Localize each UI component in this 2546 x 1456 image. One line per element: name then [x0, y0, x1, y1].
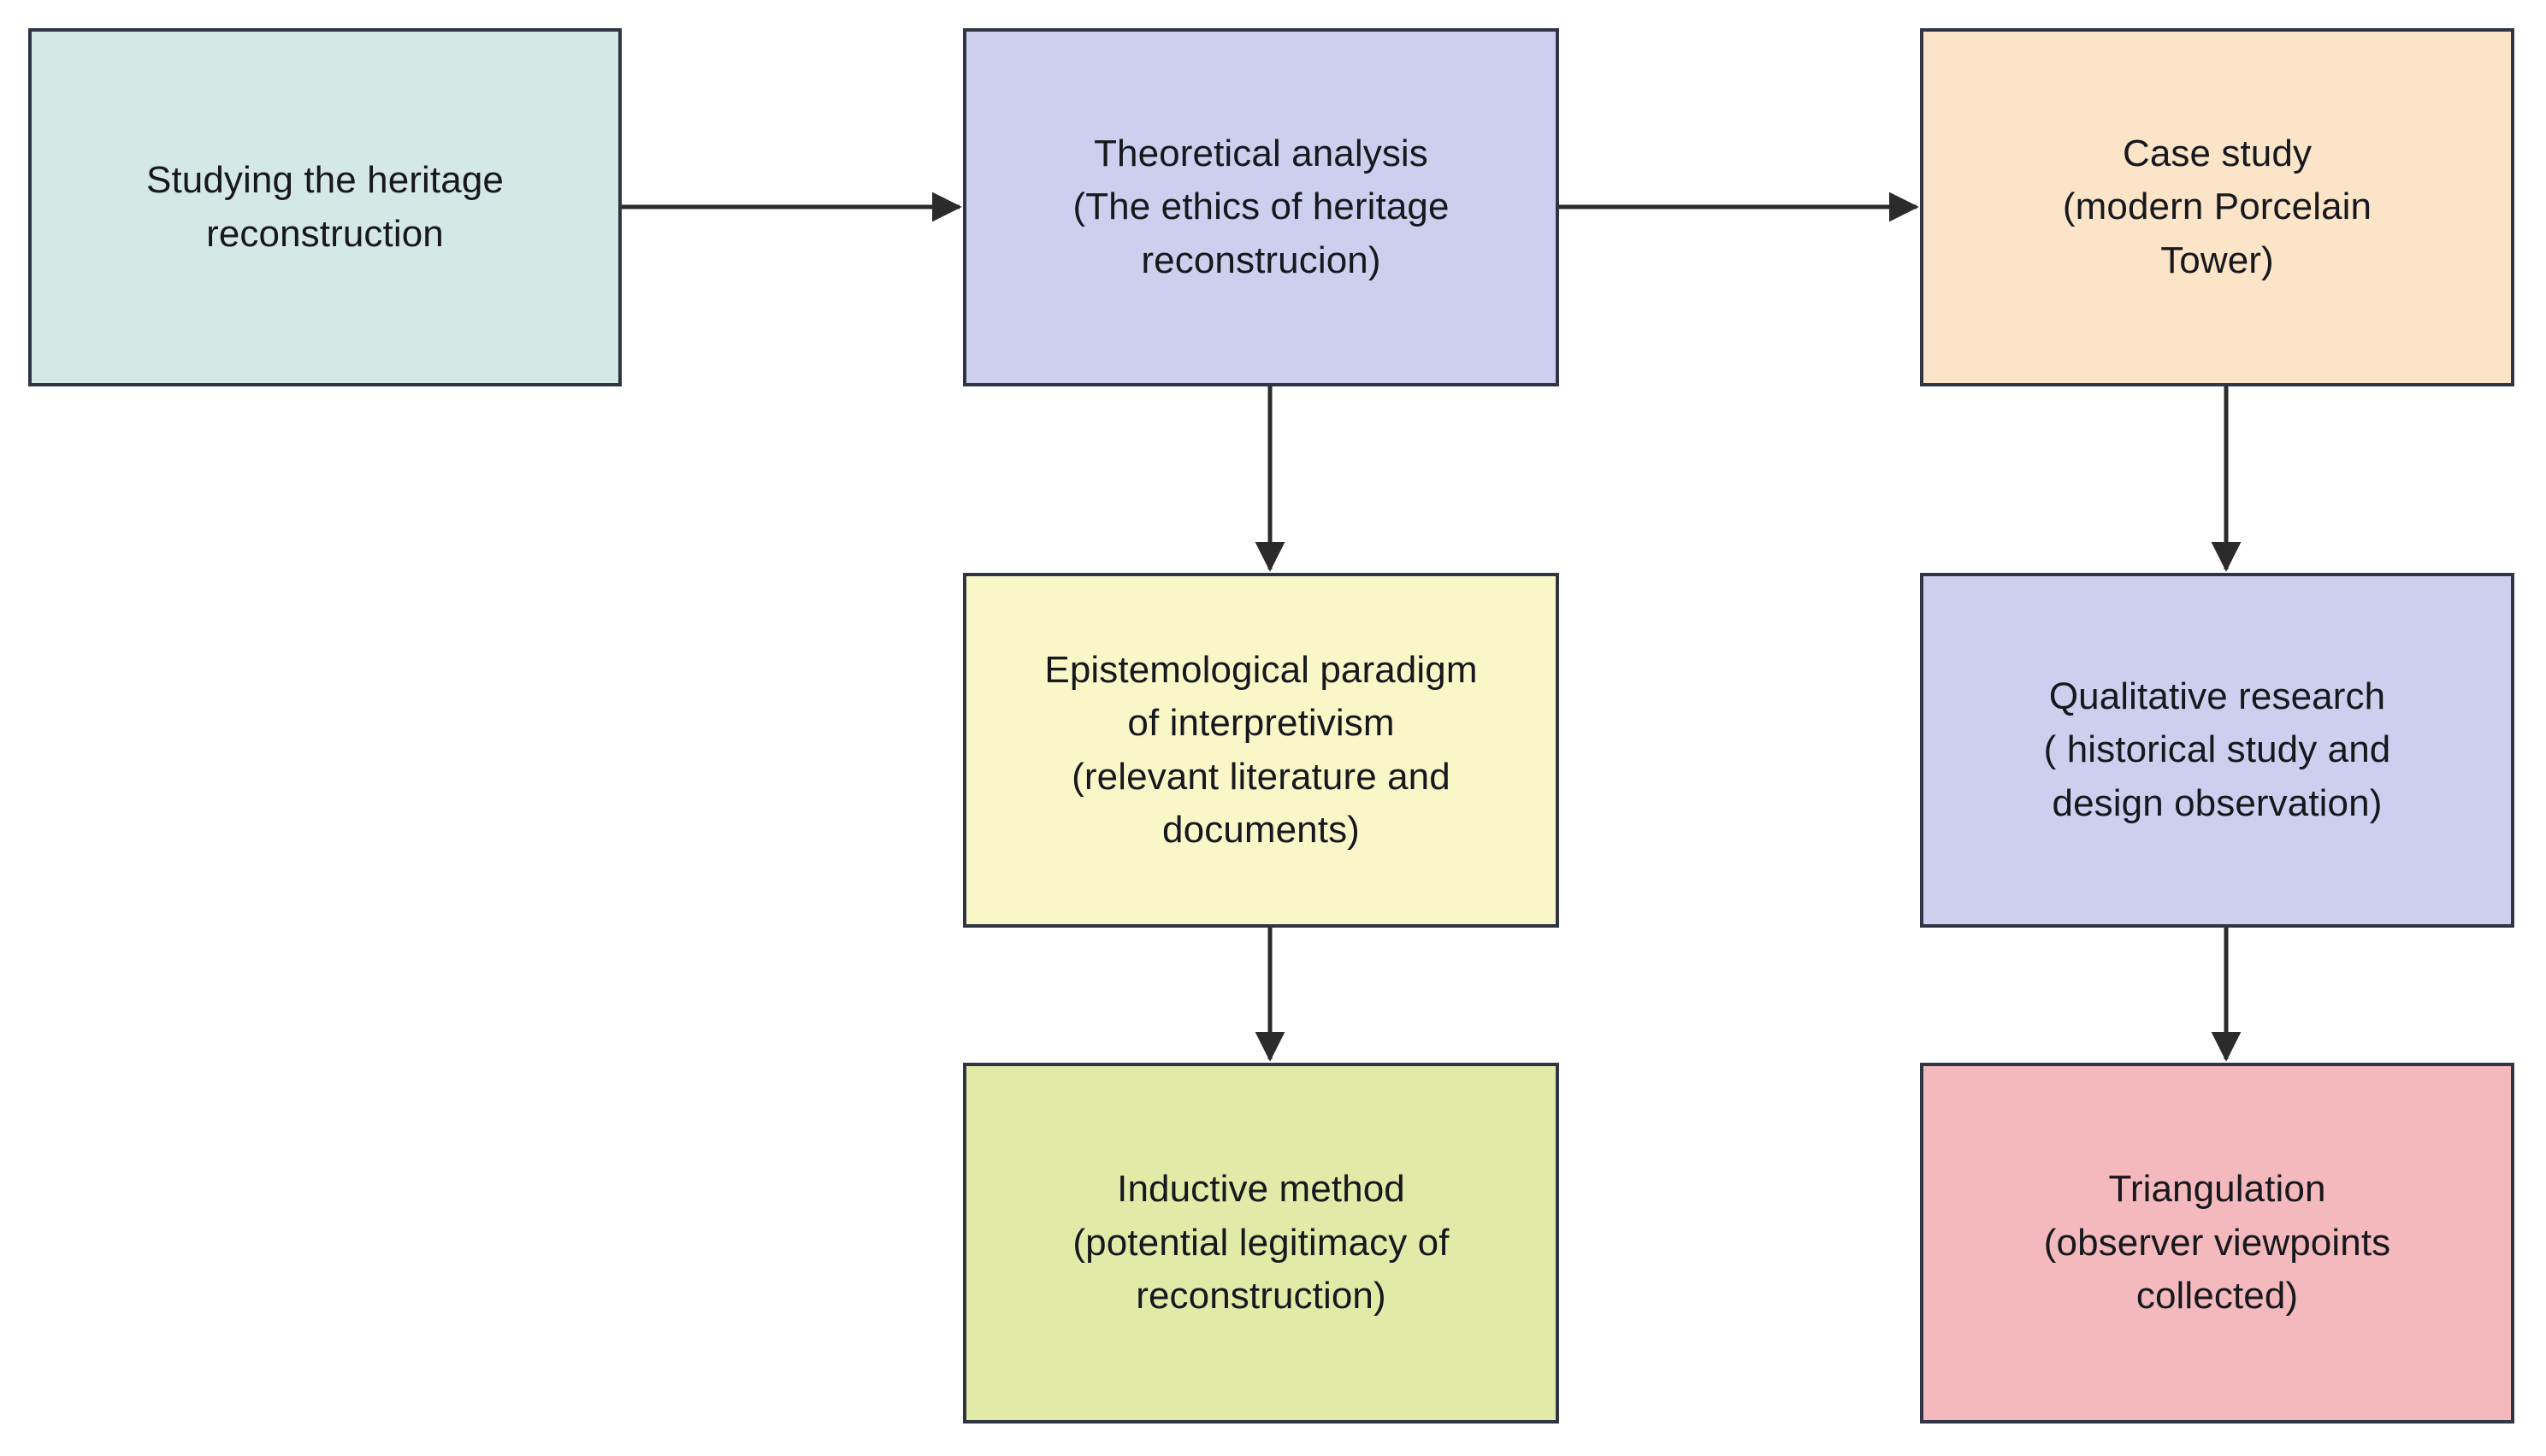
node-epistemological-paradigm[interactable]: Epistemological paradigm of interpretivi…	[963, 573, 1559, 928]
node-label-case-study: Case study (modern Porcelain Tower)	[2062, 132, 2372, 281]
node-inductive-method[interactable]: Inductive method (potential legitimacy o…	[963, 1063, 1559, 1424]
node-label-inductive-method: Inductive method (potential legitimacy o…	[1072, 1168, 1450, 1317]
node-label-qualitative-research: Qualitative research ( historical study …	[2043, 675, 2391, 824]
node-studying-heritage-reconstruction[interactable]: Studying the heritage reconstruction	[28, 28, 622, 386]
node-label-triangulation: Triangulation (observer viewpoints colle…	[2043, 1168, 2391, 1317]
node-qualitative-research[interactable]: Qualitative research ( historical study …	[1920, 573, 2514, 928]
node-label-epistemological-paradigm: Epistemological paradigm of interpretivi…	[1044, 648, 1478, 851]
node-theoretical-analysis[interactable]: Theoretical analysis (The ethics of heri…	[963, 28, 1559, 386]
node-label-studying-heritage-reconstruction: Studying the heritage reconstruction	[146, 159, 504, 255]
node-label-theoretical-analysis: Theoretical analysis (The ethics of heri…	[1072, 132, 1450, 281]
node-case-study[interactable]: Case study (modern Porcelain Tower)	[1920, 28, 2514, 386]
node-triangulation[interactable]: Triangulation (observer viewpoints colle…	[1920, 1063, 2514, 1424]
